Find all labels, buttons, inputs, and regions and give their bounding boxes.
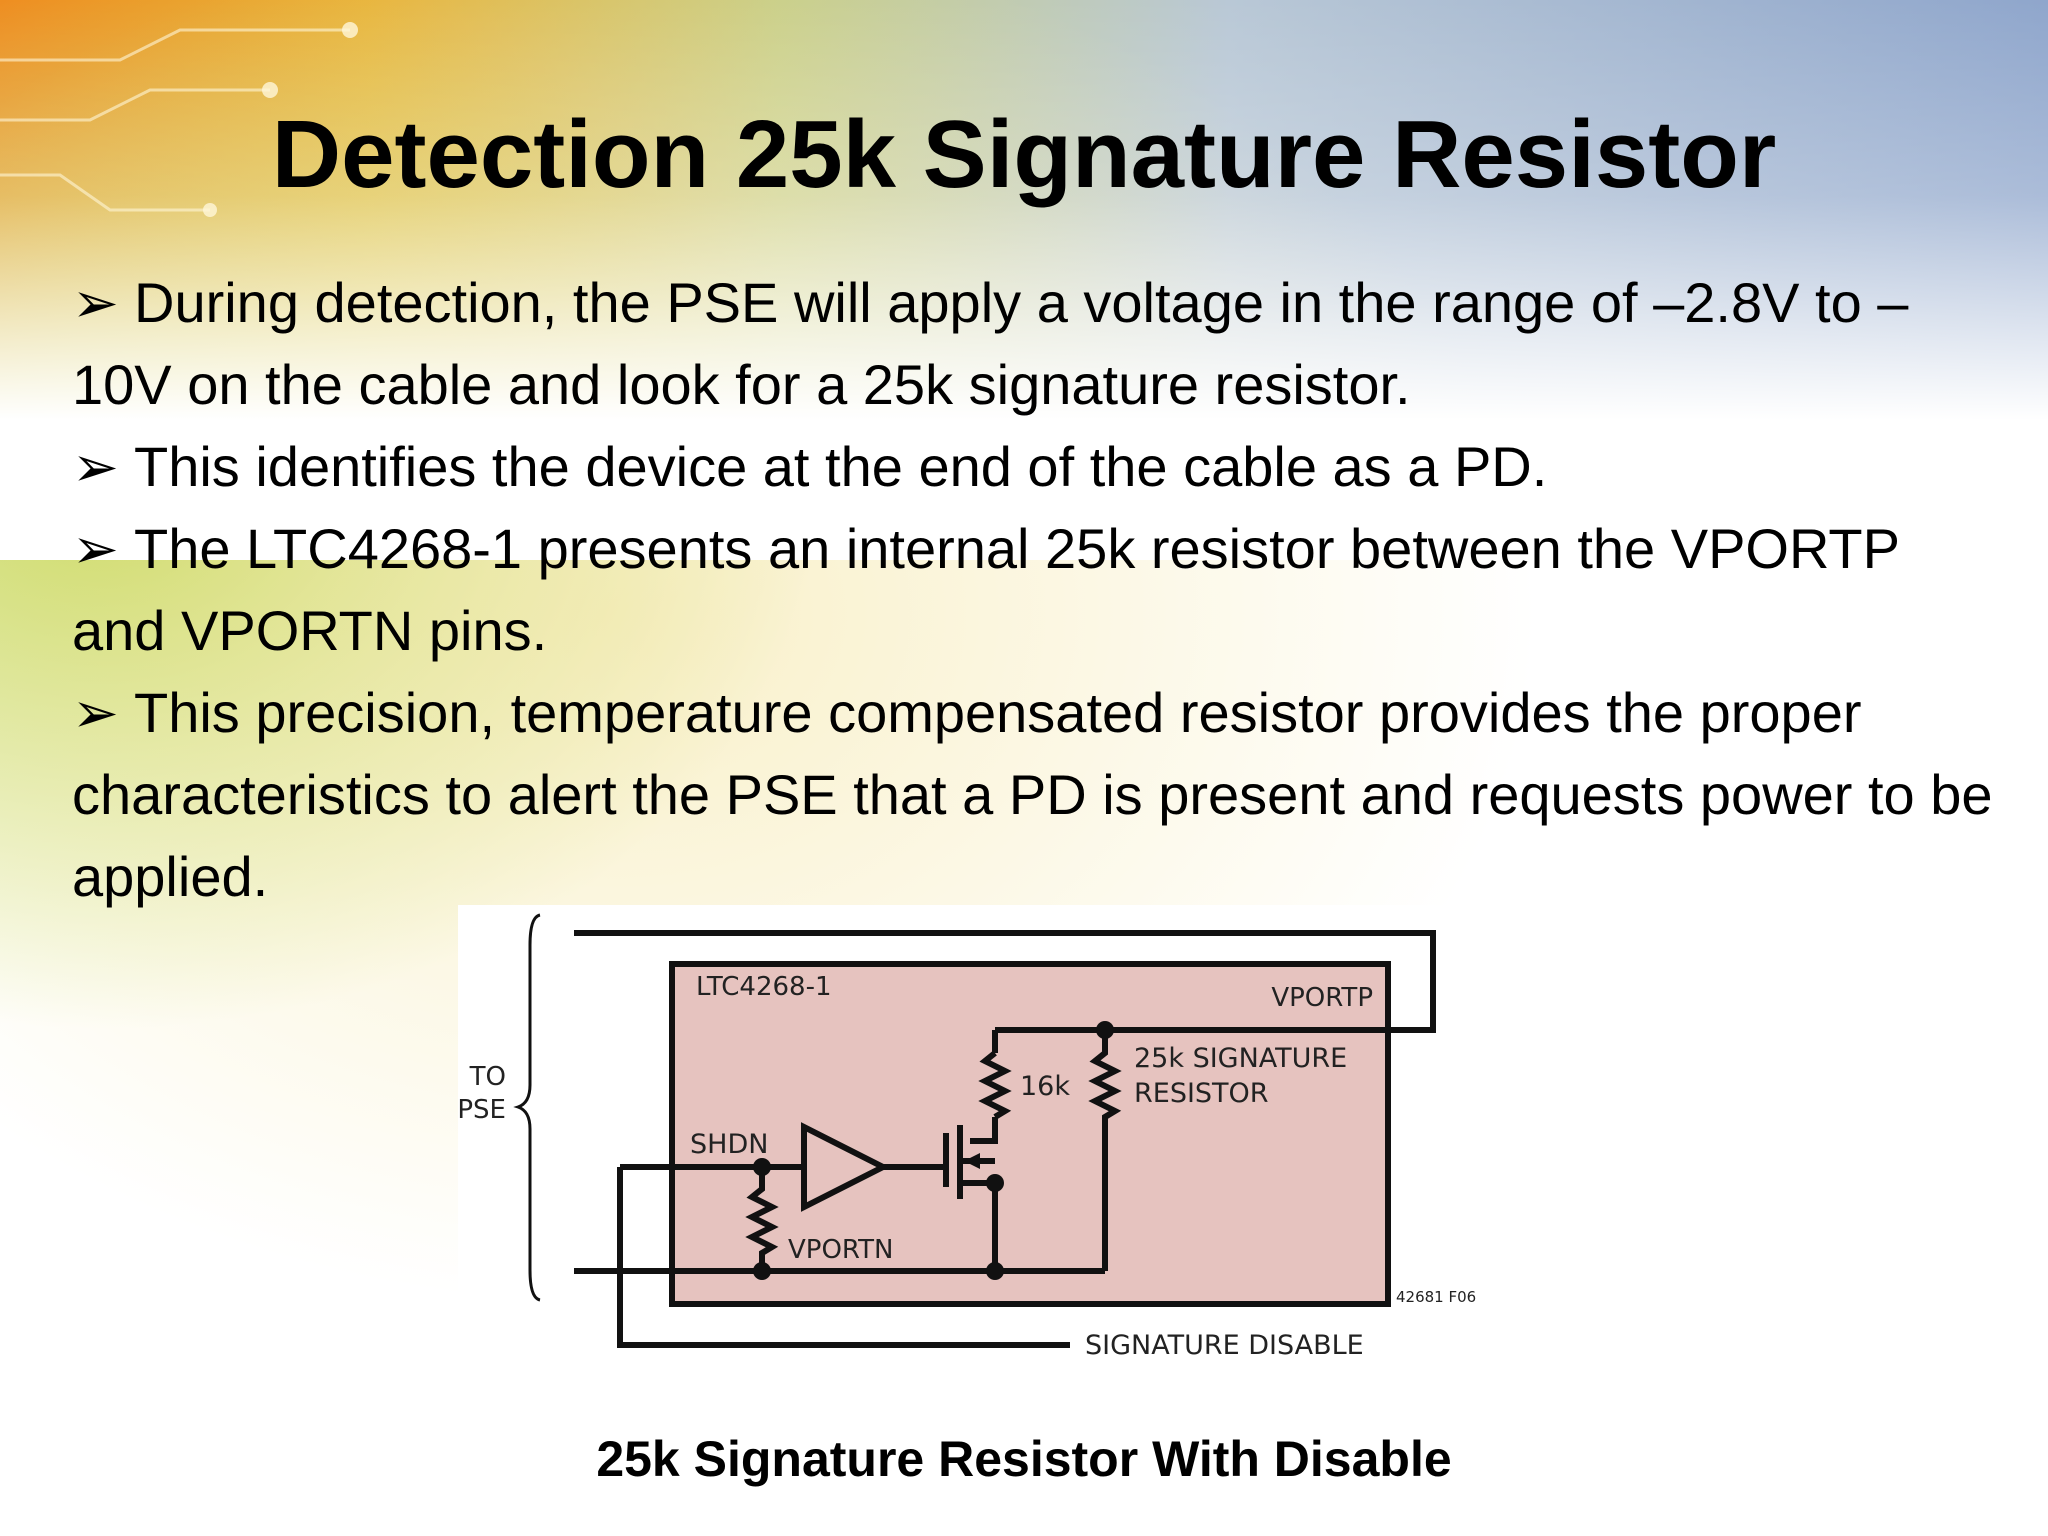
to-pse-bracket bbox=[513, 913, 541, 1302]
circuit-diagram: LTC4268-1 VPORTP 16k 25k SIGNATURE RESIS… bbox=[458, 905, 1541, 1390]
mosfet-arrow bbox=[964, 1153, 980, 1169]
vportp-wire bbox=[574, 930, 1436, 1033]
sig-resistor-label-2: RESISTOR bbox=[1134, 1078, 1269, 1109]
junction-dot bbox=[753, 1262, 771, 1280]
figure-id: 42681 F06 bbox=[1396, 1288, 1476, 1306]
signature-disable-label: SIGNATURE DISABLE bbox=[1085, 1330, 1364, 1361]
vportn-label: VPORTN bbox=[788, 1235, 893, 1265]
bullet-text: This identifies the device at the end of… bbox=[134, 435, 1548, 498]
junction-dot bbox=[753, 1158, 771, 1176]
bullet-item: ➢The LTC4268-1 presents an internal 25k … bbox=[72, 508, 2002, 672]
bullet-item: ➢This identifies the device at the end o… bbox=[72, 426, 2002, 508]
arrow-bullet-icon: ➢ bbox=[72, 681, 119, 744]
sig-resistor-label-1: 25k SIGNATURE bbox=[1134, 1043, 1347, 1074]
to-pse-label-1: TO bbox=[469, 1062, 506, 1092]
r25k-resistor bbox=[1088, 1030, 1122, 1271]
shdn-pulldown-resistor bbox=[745, 1167, 779, 1271]
bullet-text: During detection, the PSE will apply a v… bbox=[72, 271, 1909, 416]
junction-dot bbox=[986, 1174, 1004, 1192]
chip-box bbox=[669, 961, 1391, 1307]
bullet-item: ➢This precision, temperature compensated… bbox=[72, 672, 2002, 918]
arrow-bullet-icon: ➢ bbox=[72, 435, 119, 498]
signature-disable-wire bbox=[617, 1167, 1070, 1348]
chip-label: LTC4268-1 bbox=[696, 972, 832, 1002]
junction-dot bbox=[986, 1262, 1004, 1280]
arrow-bullet-icon: ➢ bbox=[72, 517, 119, 580]
bullet-list: ➢During detection, the PSE will apply a … bbox=[72, 262, 2002, 918]
mosfet-drain-wire bbox=[970, 1117, 998, 1144]
diagram-caption: 25k Signature Resistor With Disable bbox=[596, 1431, 1452, 1487]
to-pse-label-2: PSE bbox=[458, 1095, 506, 1125]
vportp-label: VPORTP bbox=[1271, 983, 1373, 1013]
bullet-text: This precision, temperature compensated … bbox=[72, 681, 1993, 908]
slide-title: Detection 25k Signature Resistor bbox=[271, 101, 1777, 208]
shdn-label: SHDN bbox=[690, 1129, 768, 1160]
r16k-label: 16k bbox=[1020, 1071, 1070, 1102]
junction-dot bbox=[1096, 1021, 1114, 1039]
bullet-text: The LTC4268-1 presents an internal 25k r… bbox=[72, 517, 1899, 662]
bullet-item: ➢During detection, the PSE will apply a … bbox=[72, 262, 2002, 426]
arrow-bullet-icon: ➢ bbox=[72, 271, 119, 334]
r16k-resistor bbox=[978, 1050, 1012, 1120]
